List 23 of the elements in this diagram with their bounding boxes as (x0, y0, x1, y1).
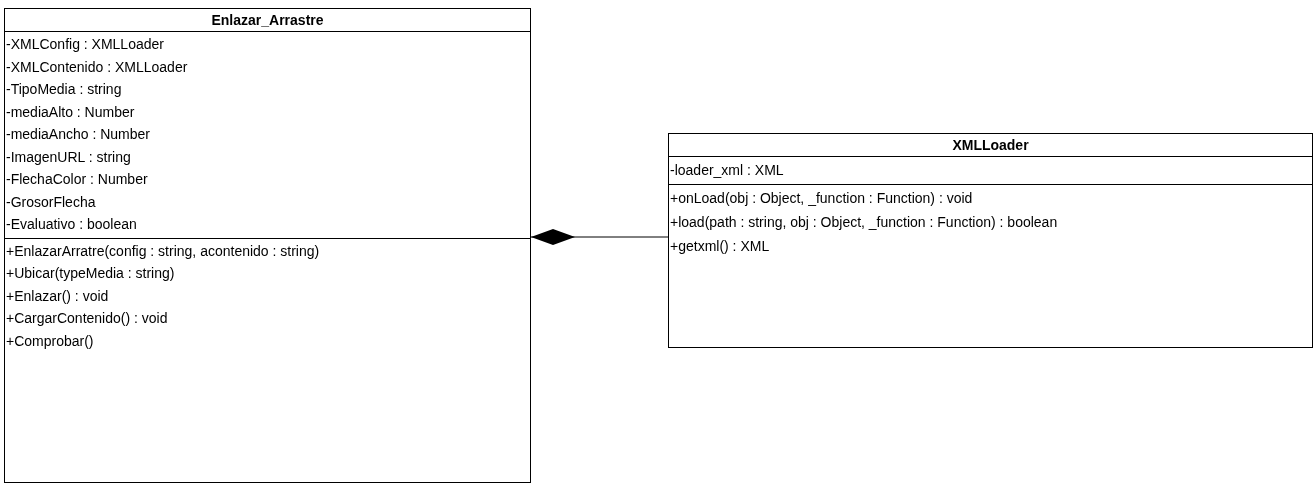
class-name: Enlazar_Arrastre (211, 12, 324, 28)
attribute-text: -mediaAlto : Number (5, 102, 136, 122)
attribute-text: -FlechaColor : Number (5, 170, 149, 189)
attribute-text: -XMLConfig : XMLLoader (5, 35, 165, 54)
method-text: +EnlazarArratre(config : string, acontenido : string) (5, 241, 321, 261)
attribute-text: -XMLContenido : XMLLoader (5, 57, 189, 77)
attribute-text: -loader_xml : XML (669, 161, 785, 180)
method-text: +getxml() : XML (669, 237, 771, 256)
method-text: +CargarContenido() : void (5, 309, 169, 328)
class-box (4, 8, 531, 483)
method-text: +Comprobar() (5, 331, 95, 351)
method-text: +Ubicar(typeMedia : string) (5, 264, 176, 283)
class-name: XMLLoader (952, 137, 1029, 153)
class-box (668, 133, 1313, 348)
attribute-text: -ImagenURL : string (5, 147, 132, 167)
method-text: +onLoad(obj : Object, _function : Function) : void (669, 189, 974, 208)
method-text: +load(path : string, obj : Object, _function : Function) : boolean (669, 213, 1059, 232)
attribute-text: -mediaAncho : Number (5, 125, 151, 144)
attribute-text: -TipoMedia : string (5, 80, 123, 99)
method-text: +Enlazar() : void (5, 286, 110, 306)
attribute-text: -Evaluativo : boolean (5, 215, 138, 234)
attribute-text: -GrosorFlecha (5, 192, 97, 212)
composition-line (530, 229, 669, 245)
